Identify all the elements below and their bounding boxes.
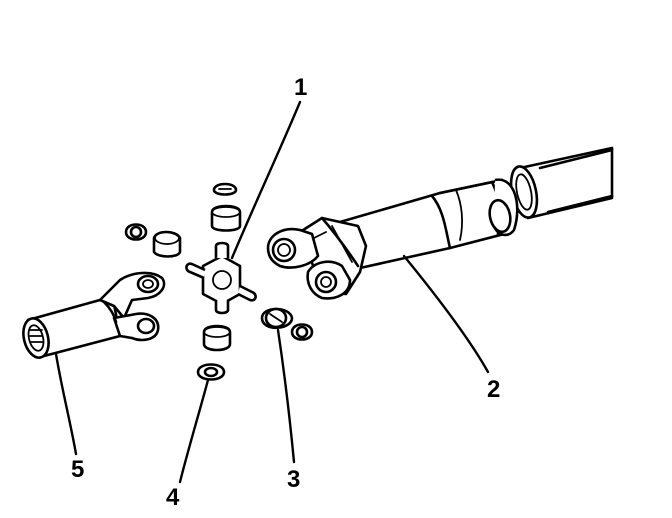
leader-3: [276, 328, 296, 464]
bottom-bearing-cap: [202, 324, 232, 352]
callout-5: 5: [71, 456, 85, 483]
leader-1: [230, 100, 302, 260]
leader-5: [54, 352, 78, 456]
bearing-caps-and-clips: [124, 182, 314, 381]
leader-lines: [54, 100, 490, 484]
propeller-shaft: [266, 146, 614, 300]
leader-2: [402, 254, 490, 374]
callout-4: 4: [166, 484, 180, 511]
leader-4: [178, 378, 210, 484]
callout-2: 2: [487, 376, 501, 403]
callout-3: 3: [287, 466, 301, 493]
slip-yoke: [22, 271, 166, 359]
u-joint-cross: [185, 241, 257, 315]
callout-1: 1: [294, 74, 308, 101]
top-bearing-cap: [210, 204, 242, 232]
